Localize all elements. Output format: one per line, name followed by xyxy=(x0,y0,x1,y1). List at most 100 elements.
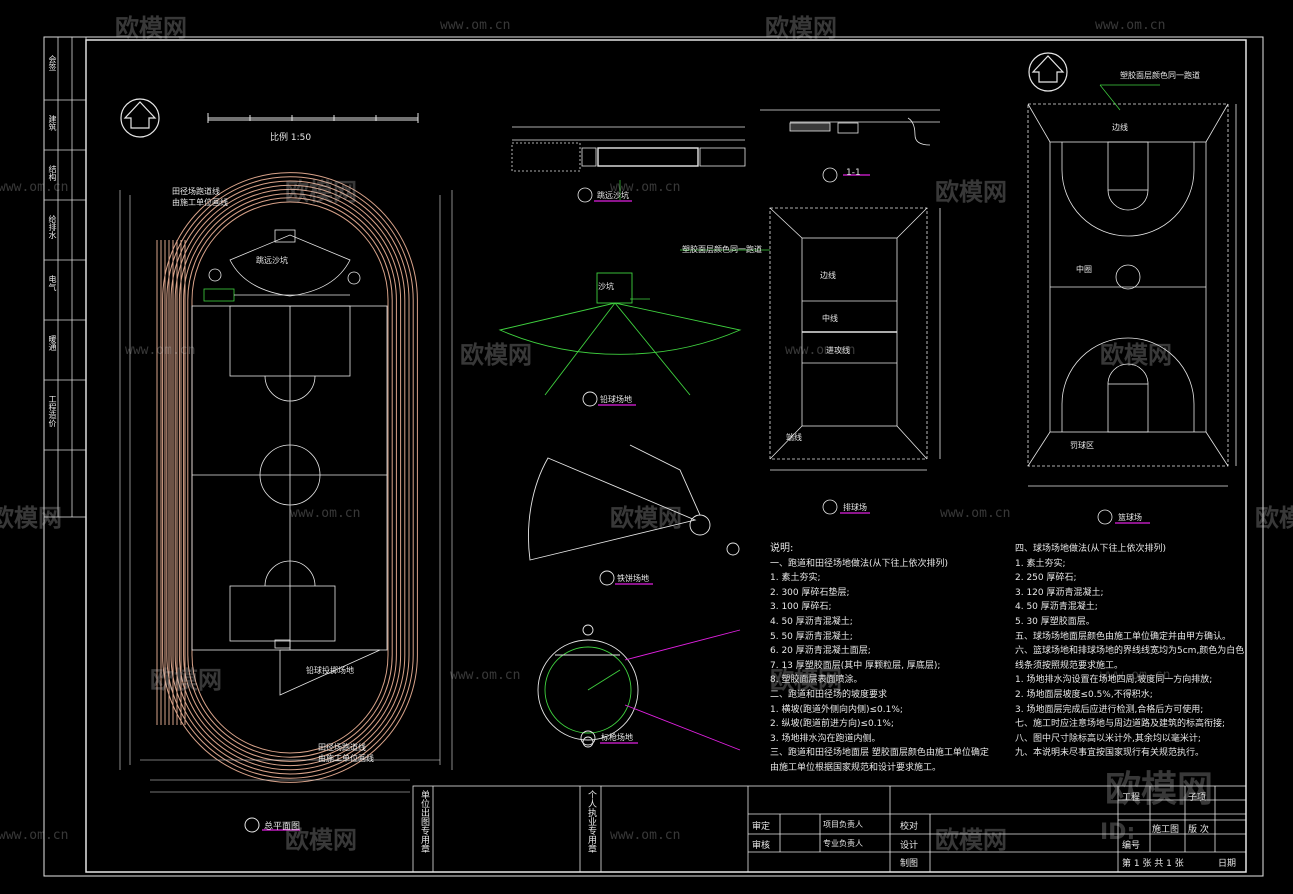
track-bottom-note: 田径场跑道线 由施工单位画线 xyxy=(318,743,374,763)
note-line: 4. 50 厚沥青混凝土; xyxy=(1015,602,1098,613)
watermark-url: www.om.cn xyxy=(125,343,196,358)
basketball-center-circle: 中圈 xyxy=(1076,265,1092,274)
track-lane xyxy=(166,176,414,779)
north-arrow-icon-right xyxy=(1028,52,1068,92)
notes-left: 说明: 一、跑道和田径场地做法(从下往上依次排列) 1. 素土夯实; 2. 30… xyxy=(770,542,989,776)
javelin-detail xyxy=(537,624,741,751)
note-line: 1. 素土夯实; xyxy=(1015,558,1066,569)
track-lane xyxy=(191,201,389,754)
track-dimensions xyxy=(119,190,453,793)
volleyball-surface-label: 塑胶面层颜色同一跑道 xyxy=(682,245,762,254)
leader-lines xyxy=(619,84,1160,300)
discipline-lead-label: 专业负责人 xyxy=(823,839,863,848)
throwing-field-label: 铅球投掷场地 xyxy=(306,666,354,675)
note-line: 2. 300 厚碎石垫层; xyxy=(770,587,850,598)
note-line: 七、施工时应注意场地与周边道路及建筑的标高衔接; xyxy=(1015,719,1226,730)
note-line: 3. 场地排水沟在跑道内侧。 xyxy=(770,733,881,744)
review-label: 审定 xyxy=(752,822,771,832)
watermark-brand: 欧模网 xyxy=(0,504,62,532)
volleyball-title: 排球场 xyxy=(843,503,867,512)
track-plan-title: 总平面图 xyxy=(264,822,301,832)
detail-markers xyxy=(244,817,260,833)
magenta-underlines xyxy=(262,174,1150,831)
note-line: 3. 120 厚沥青混凝土; xyxy=(1015,587,1104,598)
note-line: 八、图中尺寸除标高以米计外,其余均以毫米计; xyxy=(1015,733,1201,744)
scale-ruler xyxy=(207,113,419,123)
note-line: 九、本说明未尽事宜按国家现行有关规范执行。 xyxy=(1015,748,1205,759)
date-label: 日期 xyxy=(1218,859,1237,869)
watermark-brand: 欧模网 xyxy=(935,178,1007,206)
volleyball-end-line: 端线 xyxy=(786,433,802,442)
long-jump-title: 跳远沙坑 xyxy=(597,191,629,200)
strip-cell: 工程造价 xyxy=(48,395,57,427)
track-lane xyxy=(170,180,410,775)
strip-cell: 结构 xyxy=(48,165,57,181)
note-line: 1. 横坡(跑道外侧向内侧)≤0.1%; xyxy=(770,704,903,715)
watermark-url: www.om.cn xyxy=(450,668,521,683)
volleyball-center-line: 中线 xyxy=(822,314,838,323)
note-line: 2. 纵坡(跑道前进方向)≤0.1%; xyxy=(770,719,894,730)
watermark-url: www.om.cn xyxy=(440,18,511,33)
watermark-url: www.om.cn xyxy=(610,828,681,843)
sheet-label: 第 1 张 共 1 张 xyxy=(1122,859,1184,869)
track-lane xyxy=(178,188,402,767)
note-line: 一、跑道和田径场地做法(从下往上依次排列) xyxy=(770,558,949,569)
track-bottom-sector xyxy=(274,639,381,696)
running-track-lanes xyxy=(162,172,418,783)
check-label: 审核 xyxy=(752,841,771,851)
basketball-side-line: 边线 xyxy=(1112,123,1128,132)
notes-title-2: 四、球场场地做法(从下往上依次排列) xyxy=(1015,544,1167,554)
title-block xyxy=(412,785,1247,873)
note-line: 二、跑道和田径场的坡度要求 xyxy=(770,689,888,700)
strip-cell: 会签 xyxy=(48,55,57,71)
section-1-1 xyxy=(760,109,940,183)
watermark-url: www.om.cn xyxy=(1095,18,1166,33)
watermark-url: www.om.cn xyxy=(0,828,69,843)
note-line: 7. 13 厚塑胶面层(其中 厚颗粒层, 厚底层); xyxy=(770,660,941,671)
long-jump-detail xyxy=(511,126,746,203)
basketball-surface-label: 塑胶面层颜色同一跑道 xyxy=(1120,71,1200,80)
watermark-brand: 欧模网 xyxy=(115,14,187,42)
track-lane xyxy=(187,197,393,758)
watermark-id: ID: xyxy=(1100,820,1136,845)
scale-ruler-title: 比例 1:50 xyxy=(270,133,312,143)
personal-stamp-label: 个人执业专用章 xyxy=(586,790,596,853)
basketball-title: 篮球场 xyxy=(1118,513,1142,522)
note-line: 由施工单位根据国家规范和设计要求施工。 xyxy=(770,762,942,773)
watermark-brand: 欧模网 xyxy=(1100,341,1172,369)
number-label: 编号 xyxy=(1122,841,1141,851)
watermark-brand: 欧模网 xyxy=(460,341,532,369)
drawing-label: 制图 xyxy=(900,859,919,869)
watermark-brand: 欧模网 xyxy=(150,666,222,694)
watermark-brand: 欧模网 xyxy=(285,826,357,854)
note-line: 1. 场地排水沟设置在场地四周,坡度同一方向排放; xyxy=(1015,675,1213,686)
track-lane xyxy=(183,193,397,762)
watermark-url: www.om.cn xyxy=(0,180,69,195)
note-line: 3. 100 厚碎石; xyxy=(770,602,832,613)
note-line: 3. 场地面层完成后应进行检测,合格后方可使用; xyxy=(1015,704,1204,715)
watermark-url: www.om.cn xyxy=(610,180,681,195)
track-top-sector xyxy=(203,229,361,302)
watermark-brand: 欧模网 xyxy=(285,178,357,206)
track-lane xyxy=(162,172,418,783)
unit-stamp-label: 单位出图专用章 xyxy=(419,790,429,853)
section-1-1-title: 1-1 xyxy=(846,168,861,178)
watermark-brand: 欧模网 xyxy=(610,504,682,532)
track-infield xyxy=(191,305,388,651)
track-top-note: 田径场跑道线 由施工单位画线 xyxy=(172,187,228,207)
basketball-blue-zone: 罚球区 xyxy=(1070,441,1094,450)
stage-label: 施工图 xyxy=(1152,825,1180,835)
watermark-url: www.om.cn xyxy=(785,343,856,358)
note-line: 三、跑道和田径场地面层 塑胶面层颜色由施工单位确定 xyxy=(770,748,989,759)
watermark-url: www.om.cn xyxy=(940,506,1011,521)
watermark-brand: 欧模网 xyxy=(765,14,837,42)
discus-sector xyxy=(528,444,740,586)
note-line: 2. 场地面层坡度≤0.5%,不得积水; xyxy=(1015,689,1153,700)
note-line: 2. 250 厚碎石; xyxy=(1015,573,1077,584)
north-arrow-icon xyxy=(120,98,160,138)
note-line: 6. 20 厚沥青混凝土面层; xyxy=(770,646,871,657)
notes-right: 四、球场场地做法(从下往上依次排列) 1. 素土夯实; 2. 250 厚碎石; … xyxy=(1015,542,1244,761)
strip-cell: 电气 xyxy=(48,275,57,291)
strip-cell: 暖通 xyxy=(48,335,57,351)
